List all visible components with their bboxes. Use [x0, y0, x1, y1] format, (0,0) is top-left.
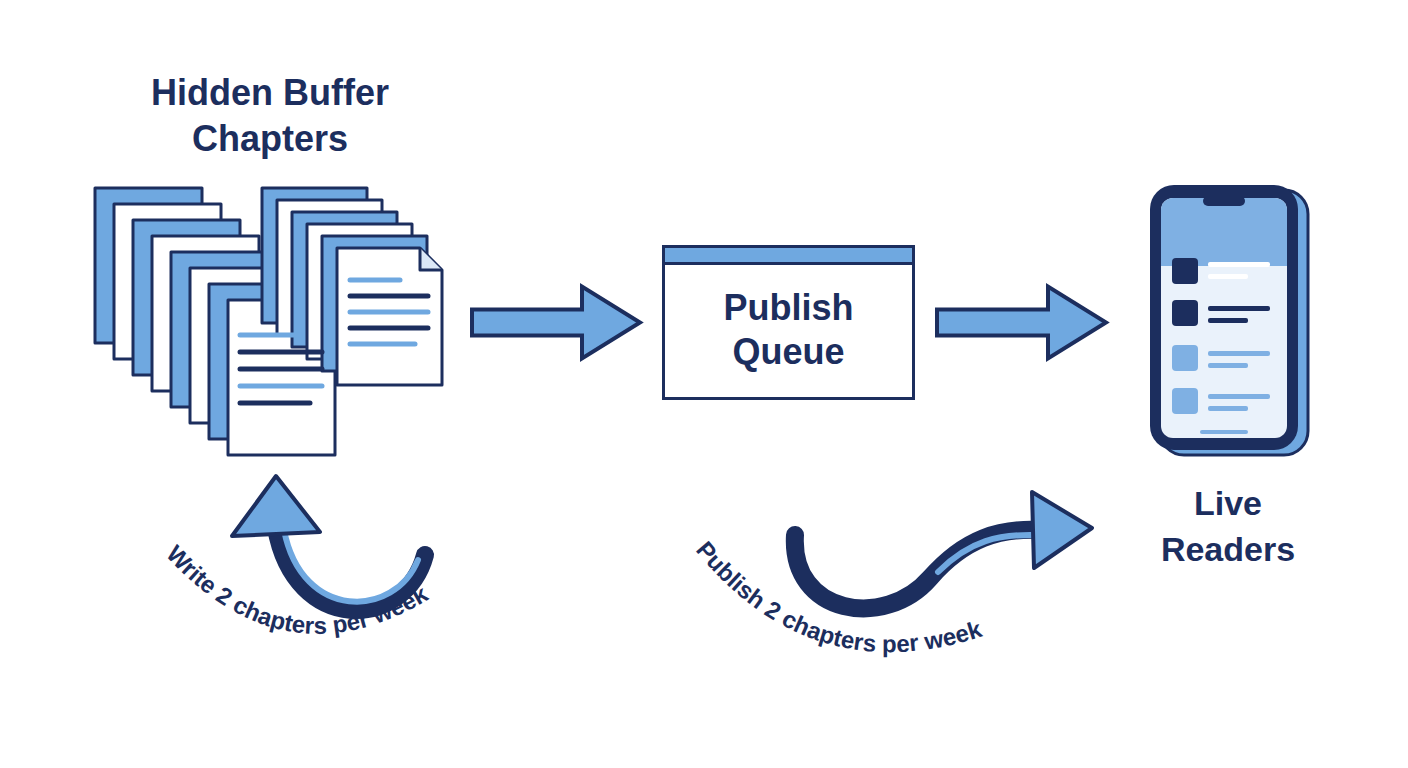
node-label: Publish Queue [675, 286, 902, 374]
header-bar [665, 248, 912, 265]
cycle-arrow [232, 476, 425, 610]
block-arrow [472, 287, 640, 359]
publish-label: Publish 2 chapters per week [691, 536, 985, 657]
text-lines [240, 280, 428, 403]
arrow-shape [472, 287, 640, 359]
node-label: Live Readers [1148, 480, 1308, 572]
phone-node: Live Readers [1128, 180, 1328, 565]
node-label: Hidden Buffer Chapters [130, 70, 410, 162]
process-box: Publish Queue [662, 245, 915, 400]
phone-illustration [1150, 185, 1308, 455]
arrow-shape [937, 287, 1106, 359]
publish-arrow [795, 492, 1092, 608]
block-arrow [937, 287, 1106, 359]
publish-label: Publish 2 chapters per week [691, 536, 985, 657]
cycle-label: Write 2 chapters per week [161, 540, 432, 639]
cycle-label: Write 2 chapters per week [161, 540, 432, 639]
document-stack [95, 188, 442, 455]
document-stack-node: Hidden Buffer Chapters [90, 70, 450, 460]
